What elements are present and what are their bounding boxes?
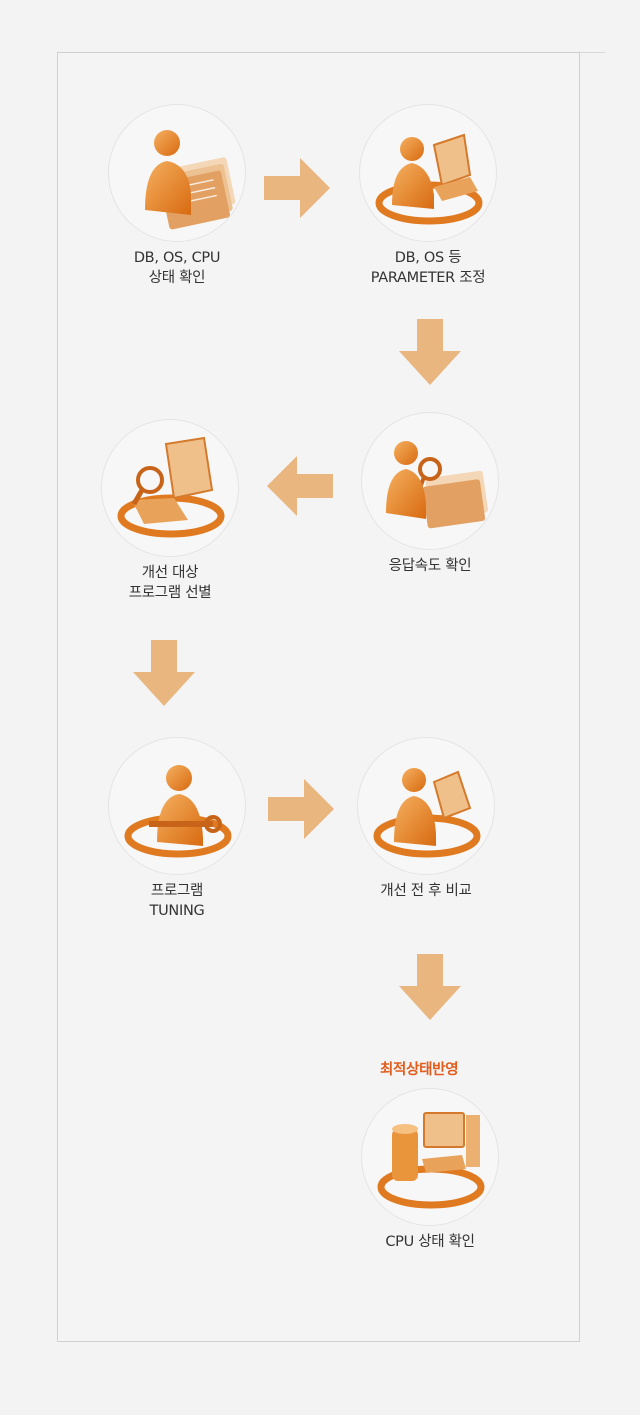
arrow-down-icon bbox=[399, 954, 461, 1020]
arrow-down-icon bbox=[399, 319, 461, 385]
person-magnifier-documents-icon bbox=[361, 412, 499, 550]
optimal-state-label: 최적상태반영 bbox=[380, 1062, 459, 1078]
arrow-right-icon bbox=[264, 158, 330, 218]
laptop-magnifier-icon bbox=[101, 419, 239, 557]
step-response-check: 응답속도 확인 bbox=[330, 412, 530, 576]
step-label: 응답속도 확인 bbox=[388, 558, 472, 574]
person-tools-icon bbox=[357, 737, 495, 875]
computer-database-icon bbox=[361, 1088, 499, 1226]
arrow-left-icon bbox=[267, 456, 333, 516]
process-frame bbox=[57, 52, 580, 1342]
person-documents-icon bbox=[108, 104, 246, 242]
arrow-down-icon bbox=[133, 640, 195, 706]
step-label: 개선 전 후 비교 bbox=[380, 883, 472, 899]
person-wrench-icon bbox=[108, 737, 246, 875]
person-laptop-icon bbox=[359, 104, 497, 242]
step-label: CPU 상태 확인 bbox=[385, 1234, 475, 1250]
step-cpu-state-check: CPU 상태 확인 bbox=[330, 1088, 530, 1252]
step-before-after-compare: 개선 전 후 비교 bbox=[326, 737, 526, 901]
arrow-right-icon bbox=[268, 779, 334, 839]
